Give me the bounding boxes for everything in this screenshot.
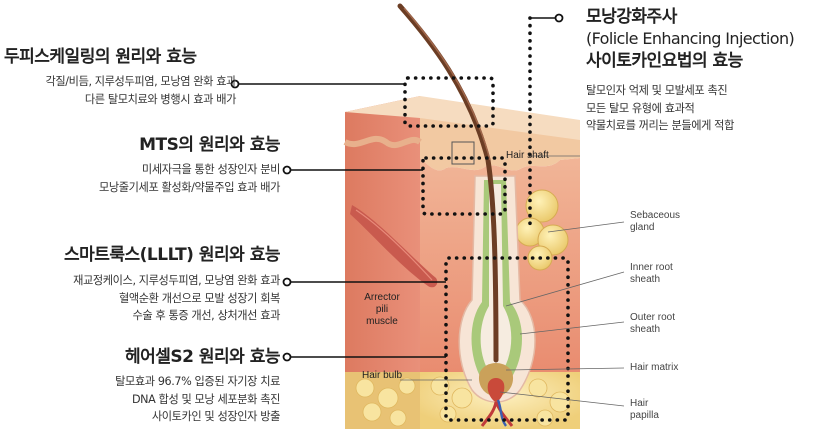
section-mts: MTS의 원리와 효능 미세자극을 통한 성장인자 분비 모낭줄기세포 활성화/… [40, 134, 281, 196]
skin-block-side [345, 96, 420, 429]
section-line: 약물치료를 꺼리는 분들에게 적합 [586, 119, 734, 132]
section-line: DNA 합성 및 모낭 세포분화 촉진 [131, 392, 280, 406]
lllt-focus-region [444, 256, 570, 422]
arrector-pili-muscle [350, 205, 438, 288]
section-follicle-injection: 모낭강화주사 (Folicle Enhancing Injection) 사이토… [586, 6, 832, 135]
label-hair-bulb: Hair bulb [362, 370, 403, 381]
section-line: 사이토카인 및 성장인자 방출 [151, 410, 281, 423]
mts-focus-region [421, 156, 507, 216]
hair-papilla [487, 378, 505, 402]
label-hair-shaft: Hair shaft [506, 150, 549, 161]
section-haircell-s2: 헤어셀S2 원리와 효능 탈모효과 96.7% 입증된 자기장 치료 DNA 합… [30, 346, 280, 426]
section-title-sub: 사이토카인요법의 효능 [586, 51, 743, 71]
section-line: 혈액순환 개선으로 모발 성장기 회복 [118, 291, 280, 305]
section-title-sub: (Folicle Enhancing Injection) [586, 29, 795, 48]
section-title: 두피스케일링의 원리와 효능 [4, 47, 197, 67]
section-line: 모낭줄기세포 활성화/약물주입 효과 배가 [98, 180, 280, 194]
section-line: 모든 탈모 유형에 효과적 [586, 101, 695, 115]
section-scalp-scaling: 두피스케일링의 원리와 효능 각질/비듬, 지루성두피염, 모낭염 완화 효과 … [4, 46, 236, 108]
section-title: MTS의 원리와 효능 [139, 135, 280, 155]
hair-shaft [397, 3, 499, 363]
sebaceous-gland [515, 189, 569, 271]
connector-dots [230, 13, 564, 362]
section-title: 스마트룩스(LLLT) 원리와 효능 [63, 245, 281, 265]
epidermis-front [420, 118, 580, 171]
section-line: 탈모효과 96.7% 입증된 자기장 치료 [115, 375, 280, 388]
section-line: 미세자극을 통한 성장인자 분비 [141, 163, 280, 176]
section-line: 탈모인자 억제 및 모발세포 촉진 [586, 84, 728, 97]
section-line: 다른 탈모치료와 병행시 효과 배가 [84, 92, 237, 106]
section-title: 헤어셀S2 원리와 효능 [124, 347, 281, 367]
surface-detail-box [451, 141, 475, 165]
section-line: 각질/비듬, 지루성두피염, 모낭염 완화 효과 [45, 75, 237, 88]
section-smartlux-lllt: 스마트룩스(LLLT) 원리와 효능 재교정케이스, 지루성두피염, 모낭염 완… [4, 244, 281, 325]
anatomy-leaders [400, 155, 625, 407]
section-title: 모낭강화주사 [586, 7, 677, 27]
section-line: 수술 후 통증 개선, 상처개선 효과 [132, 309, 280, 322]
section-line: 재교정케이스, 지루성두피염, 모낭염 완화 효과 [73, 274, 280, 287]
connectors [238, 17, 556, 358]
label-hair-matrix: Hair matrix [630, 362, 679, 373]
focus-regions [403, 16, 570, 422]
scaling-focus-region [403, 76, 495, 128]
